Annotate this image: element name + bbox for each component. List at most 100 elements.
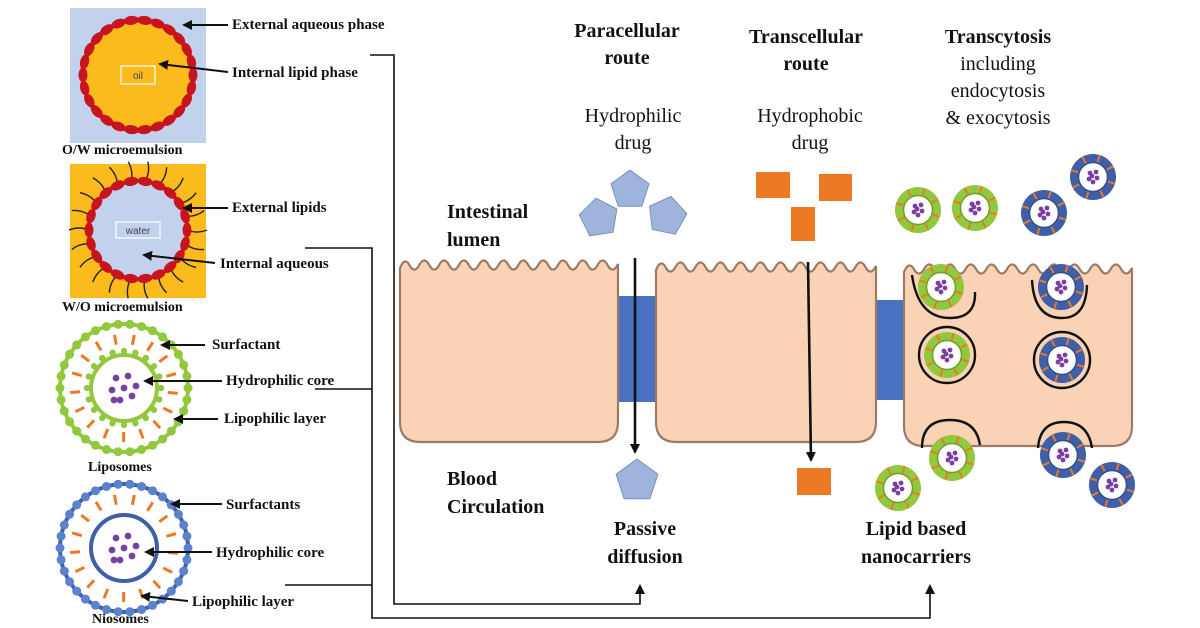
lipid-nanocarrier-2-tail	[978, 186, 983, 194]
niosome-payload-dot	[108, 546, 116, 554]
niosome-head	[125, 607, 135, 617]
lipid-nanocarrier-6-tail	[1049, 266, 1055, 274]
lipid-nanocarrier-3-payload-dot	[1045, 211, 1051, 217]
liposome-payload-dot	[128, 392, 136, 400]
wo-int-arrow	[142, 250, 216, 264]
niosome-tail	[158, 514, 169, 523]
liposome-head	[173, 349, 183, 359]
ow-head	[79, 80, 90, 96]
lipid-nanocarrier-5	[918, 264, 964, 310]
niosome-tail	[130, 494, 136, 506]
wo-label-external: External lipids	[232, 200, 327, 216]
vesicle-membrane-2	[1030, 279, 1089, 320]
liposome-head	[166, 426, 176, 436]
lipid-nanocarrier-3	[1021, 190, 1067, 236]
niosome-tail	[80, 513, 91, 523]
lipid-nanocarrier-8-payload-dot	[1058, 356, 1064, 362]
liposome-head	[125, 319, 135, 329]
niosome-head	[56, 531, 66, 541]
lipid-nanocarrier-3-payload-dot	[1041, 215, 1047, 221]
nio-label-layer: Lipophilic layer	[192, 594, 295, 610]
wo-head	[123, 176, 139, 187]
liposome-head	[137, 445, 147, 455]
lipid-nanocarrier-11-tail	[886, 467, 892, 475]
lipid-nanocarrier-5-tail	[919, 279, 927, 284]
lipid-nanocarrier-7-payload-dot	[948, 353, 954, 359]
lipid-nanocarrier-1-tail	[896, 202, 904, 207]
lipid-nanocarrier-8-tail	[1050, 339, 1056, 347]
lipid-nanocarrier-9-tail	[965, 446, 973, 452]
wo-head	[151, 180, 166, 191]
lipid-nanocarrier-8-payload-dot	[1062, 352, 1068, 358]
lipid-nanocarrier-3-tail	[1023, 219, 1031, 225]
hydrophobic-drug-3	[791, 207, 815, 241]
ow-head	[186, 54, 197, 70]
lipid-nanocarrier-1-tail	[924, 223, 930, 231]
niosome-tail	[122, 591, 126, 603]
ow-label-internal: Internal lipid phase	[232, 65, 358, 81]
lipo-caption: Liposomes	[88, 460, 152, 475]
liposome-tail	[162, 406, 173, 414]
lipid-nanocarrier-11-payload-dot	[899, 486, 905, 492]
lipid-nanocarrier-8-payload-dot	[1059, 362, 1065, 368]
lipid-nanocarrier-3-tail	[1057, 201, 1065, 207]
lipid-nanocarrier-4-tail	[1096, 155, 1101, 163]
niosome-head	[90, 600, 100, 610]
hydrophobic-drug-1	[756, 172, 790, 198]
niosome-head	[55, 543, 65, 553]
liposome-payload-dot	[110, 396, 118, 404]
liposome-tail	[102, 428, 110, 439]
liposome-tail	[86, 419, 96, 429]
left-label-arrows	[140, 20, 229, 602]
liposome-head	[59, 360, 69, 370]
lipid-nanocarrier-1-payload-dot	[915, 212, 921, 218]
niosome-tail	[70, 550, 81, 555]
ow-head	[100, 24, 114, 36]
liposome-head	[158, 434, 168, 444]
lipid-nanocarrier-3-payload-dot	[1040, 209, 1046, 215]
lipid-nanocarrier-9	[929, 435, 975, 481]
niosome-graphic	[55, 479, 193, 617]
lipid-nanocarrier-4-tail	[1071, 169, 1079, 174]
liposome-tail	[138, 428, 145, 440]
lipid-nanocarrier-9-payload-dot	[949, 460, 955, 466]
ow-head	[123, 15, 139, 25]
liposome-head	[179, 406, 189, 416]
liposome-head	[65, 417, 75, 427]
ow-head	[173, 32, 186, 45]
lipid-nanocarrier-8	[1039, 337, 1085, 383]
niosome-head	[80, 594, 90, 604]
lipid-nanocarrier-1-payload-dot	[911, 209, 917, 215]
niosome-tail	[94, 501, 103, 512]
liposome-graphic	[55, 319, 193, 457]
lipid-nanocarrier-10-payload-dot	[1056, 454, 1062, 460]
niosome-head	[182, 555, 192, 565]
ow-head	[84, 42, 95, 57]
liposome-payload-dot	[132, 382, 140, 390]
lipid-nanocarrier-11-tail	[890, 502, 895, 510]
lipid-nanocarrier-4-payload-dot	[1086, 176, 1092, 182]
lipid-nanocarrier-8-tail	[1065, 338, 1070, 346]
paracellular-title: Paracellular route	[574, 20, 680, 69]
lipid-nanocarrier-1-tail	[910, 224, 915, 232]
niosome-head	[182, 531, 192, 541]
lipid-nanocarrier-6-tail	[1064, 265, 1069, 273]
liposome-tail	[71, 371, 83, 378]
niosome-head	[59, 566, 69, 576]
lipid-nanocarrier-2-tail	[963, 187, 969, 195]
lipid-nanocarriers	[875, 154, 1135, 511]
niosome-head	[72, 500, 82, 510]
ow-head	[84, 93, 95, 108]
lipid-nanocarrier-9-payload-dot	[953, 456, 959, 462]
niosome-tail	[152, 579, 162, 590]
ow-head	[162, 24, 176, 36]
liposome-tail	[74, 405, 86, 414]
wo-head	[91, 196, 103, 211]
lipid-nanocarrier-10-tail	[1069, 468, 1075, 476]
ow-inner-label: oil	[133, 71, 143, 82]
lipid-nanocarrier-7-payload-dot	[940, 354, 946, 360]
lipid-nanocarrier-6-tail	[1075, 290, 1083, 295]
lipid-nanocarrier-5-payload-dot	[934, 286, 940, 292]
ow-head	[137, 125, 153, 135]
lipid-nanocarrier-10	[1040, 432, 1086, 478]
